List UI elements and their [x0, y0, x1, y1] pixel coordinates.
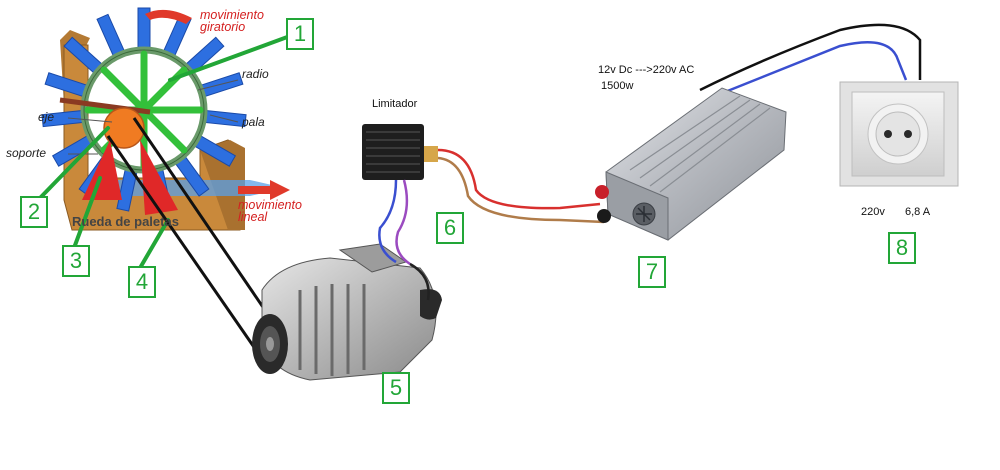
- red-support-left: [82, 140, 122, 200]
- axle-shaft: [59, 97, 151, 115]
- marker-5: 5: [382, 372, 410, 404]
- wire-purple: [395, 179, 411, 266]
- marker-7: 7: [638, 256, 666, 288]
- drive-belt: [106, 117, 286, 351]
- wire-dark-alt: [409, 262, 430, 301]
- wire-blue: [378, 179, 398, 264]
- wire-brown: [437, 156, 605, 224]
- rotary-motion-arrow: [145, 9, 192, 24]
- linear-motion-arrow: [238, 180, 290, 200]
- label-movimiento-lineal: movimiento lineal: [238, 198, 302, 224]
- wire-blue-mains: [709, 40, 908, 100]
- inverter: [595, 87, 787, 241]
- label-radio: radio: [242, 67, 269, 81]
- water-wheel-assembly: [41, 7, 290, 231]
- limiter-device: [362, 124, 438, 180]
- inverter-terminal-black: [597, 209, 611, 223]
- label-outlet-current: 6,8 A: [905, 206, 931, 218]
- label-limitador: Limitador: [372, 98, 418, 110]
- label-outlet-voltage: 220v: [861, 206, 885, 218]
- marker-6: 6: [436, 212, 464, 244]
- label-pala: pala: [242, 115, 265, 129]
- label-movimiento-giratorio: movimiento giratorio: [200, 8, 264, 34]
- wire-red: [437, 148, 601, 210]
- wire-black-mains: [699, 23, 922, 92]
- label-inverter-power: 1500w: [601, 80, 634, 92]
- marker-3: 3: [62, 245, 90, 277]
- marker-8: 8: [888, 232, 916, 264]
- wall-outlet: [839, 81, 959, 187]
- wires: [378, 23, 922, 301]
- marker-4: 4: [128, 266, 156, 298]
- label-eje: eje: [38, 110, 55, 124]
- marker-pointers-wheel: [38, 34, 292, 270]
- alternator: [252, 243, 442, 381]
- water-stream: [88, 180, 285, 196]
- label-rueda-de-paletas: Rueda de paletas: [72, 214, 179, 229]
- marker-2: 2: [20, 196, 48, 228]
- marker-1: 1: [286, 18, 314, 50]
- label-inverter-spec: 12v Dc --->220v AC: [598, 64, 695, 76]
- label-soporte: soporte: [6, 146, 47, 160]
- inverter-terminal-red: [595, 185, 609, 199]
